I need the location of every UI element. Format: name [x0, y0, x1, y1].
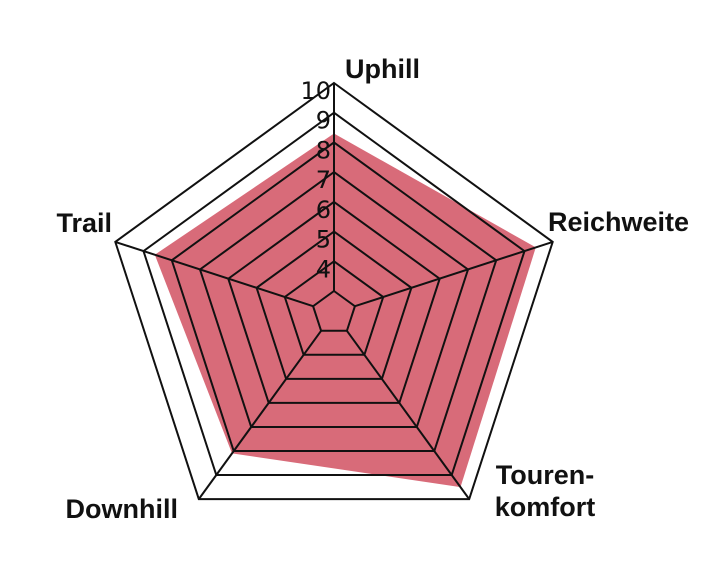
axis-label-reichweite: Reichweite: [548, 207, 689, 237]
tick-label-10: 10: [300, 77, 331, 105]
tick-label-4: 4: [316, 255, 331, 283]
tick-label-6: 6: [316, 196, 331, 224]
axis-label-trail: Trail: [56, 208, 112, 238]
grid-ring-9: [142, 111, 526, 476]
axis-spoke: [114, 240, 314, 308]
axis-label-tourenkomfort: Touren-komfort: [495, 460, 596, 522]
grid-ring-3: [311, 289, 357, 332]
grid-ring-5: [255, 230, 413, 380]
data-area: [154, 133, 536, 488]
axis-spoke: [346, 330, 471, 500]
tick-label-7: 7: [316, 166, 331, 194]
tick-label-5: 5: [316, 226, 331, 254]
tick-label-9: 9: [316, 107, 331, 135]
grid-rings: [114, 81, 554, 501]
grid-ring-10: [114, 81, 554, 501]
grid-ring-4: [283, 260, 385, 356]
axis-label-uphill: Uphill: [345, 54, 420, 84]
axis-spoke: [354, 240, 554, 308]
grid-ring-7: [198, 170, 470, 428]
axis-spokes: [114, 83, 554, 500]
axis-spoke: [197, 330, 322, 500]
axis-label-downhill: Downhill: [66, 494, 178, 524]
grid-ring-6: [227, 200, 441, 404]
tick-label-8: 8: [316, 136, 331, 164]
grid-ring-8: [170, 141, 498, 452]
